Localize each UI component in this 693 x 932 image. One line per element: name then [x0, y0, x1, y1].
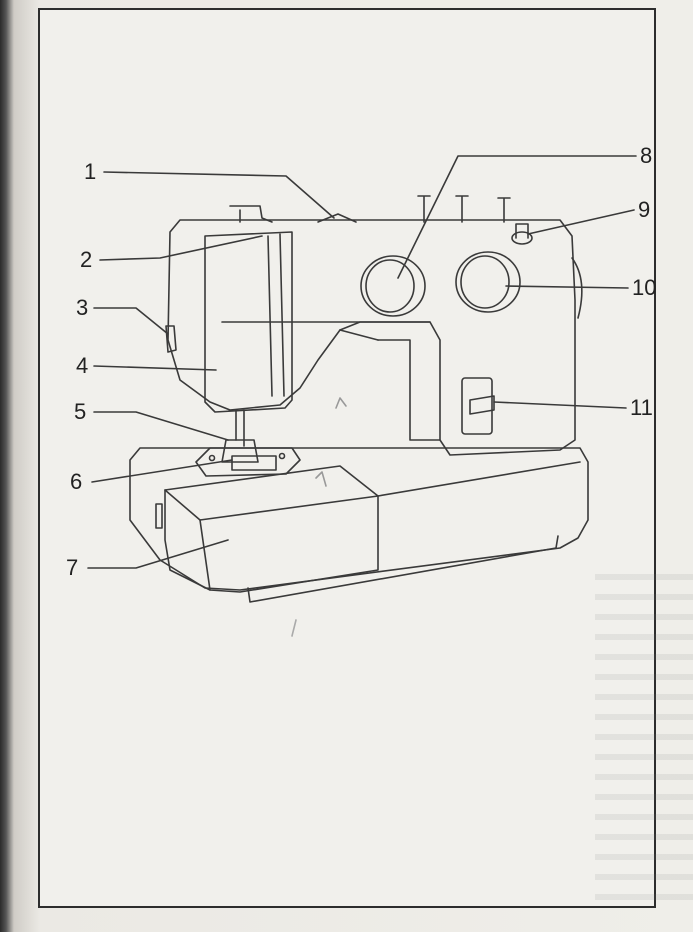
callout-6: 6 [70, 469, 83, 494]
leader-8 [397, 155, 637, 279]
reverse-lever-slot [461, 377, 493, 435]
leader-6 [91, 459, 233, 483]
callout-9: 9 [638, 197, 651, 222]
accessory-box-top [164, 489, 379, 521]
handwheel [571, 257, 583, 319]
thread-guide [317, 213, 357, 223]
leader-11 [493, 401, 627, 409]
base-bottom-lip [247, 535, 559, 603]
side-lever [155, 503, 163, 529]
spool-pin-left [417, 195, 431, 223]
callout-4: 4 [76, 353, 89, 378]
leader-7 [87, 539, 229, 569]
callout-8: 8 [640, 143, 653, 168]
leader-1 [103, 171, 335, 219]
bleed-through-text [595, 560, 693, 900]
leader-3 [93, 307, 169, 335]
leader-2 [99, 235, 263, 261]
needle-plate [195, 447, 301, 477]
callout-5: 5 [74, 399, 87, 424]
pattern-selector-dial [455, 251, 521, 313]
leader-5 [93, 411, 229, 441]
bobbin-winder [511, 231, 533, 245]
callout-10: 10 [632, 275, 657, 300]
leader-10 [505, 285, 629, 289]
callout-2: 2 [80, 247, 93, 272]
machine-base [129, 447, 589, 591]
illustration-frame [38, 8, 656, 908]
callout-11: 11 [630, 395, 653, 420]
leader-4 [93, 365, 217, 371]
stitch-length-dial [360, 255, 426, 317]
callout-7: 7 [66, 555, 79, 580]
callout-3: 3 [76, 295, 89, 320]
accessory-box [164, 465, 379, 593]
face-plate [204, 231, 293, 413]
spool-pin-3 [497, 197, 511, 223]
pressure-knob [165, 325, 177, 353]
spool-pin-right [455, 195, 469, 223]
leader-9 [527, 209, 635, 235]
callout-1: 1 [84, 159, 97, 184]
presser-foot [221, 439, 259, 463]
